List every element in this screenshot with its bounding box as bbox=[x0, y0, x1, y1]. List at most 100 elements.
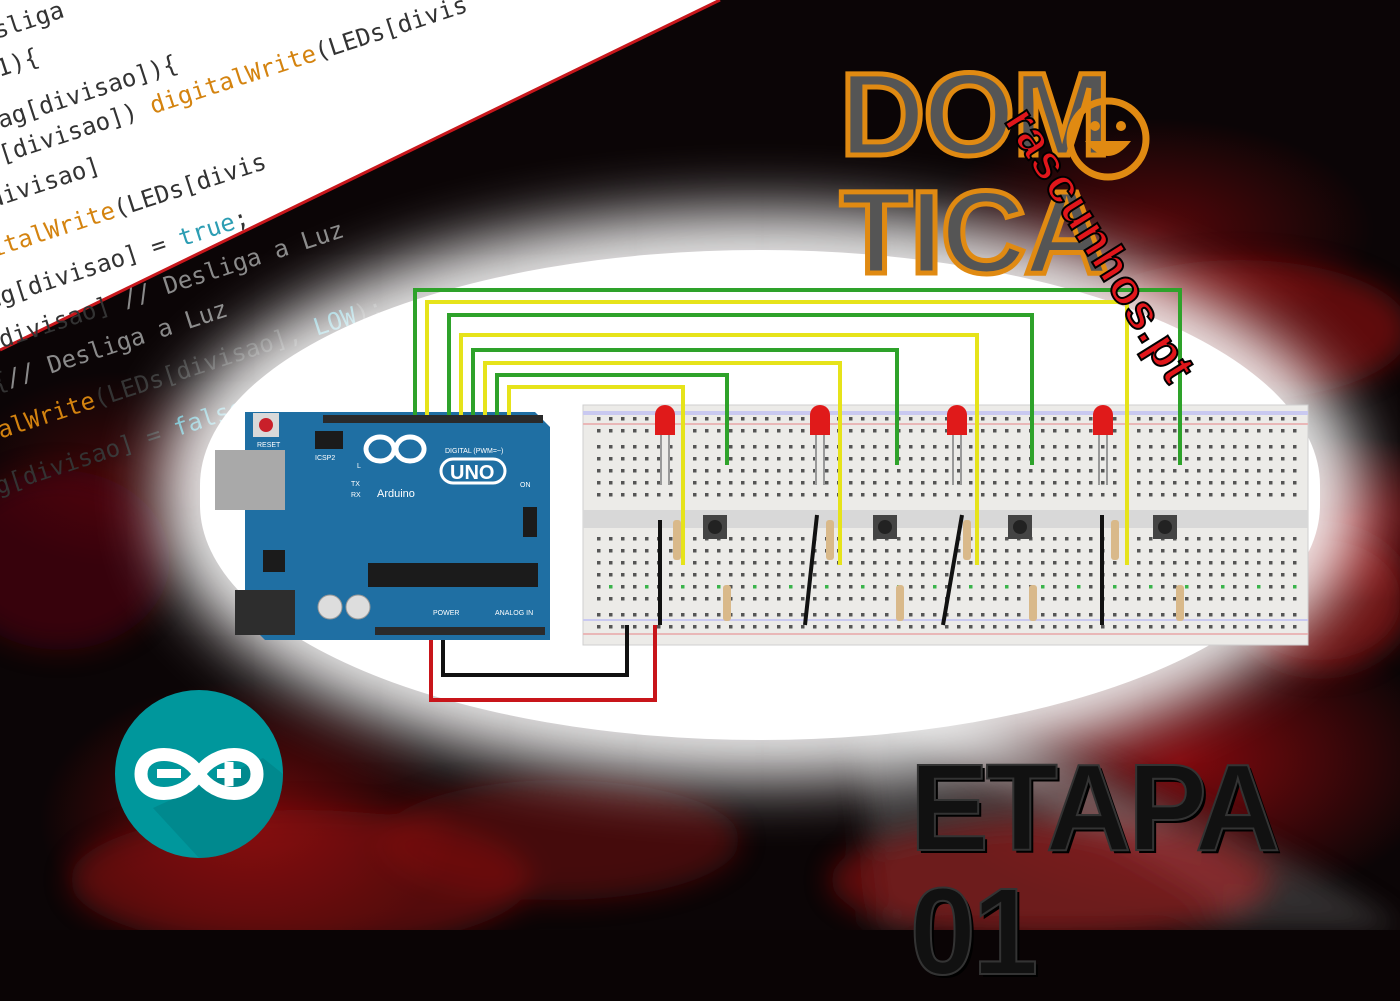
breadboard-hole bbox=[945, 585, 949, 589]
breadboard-hole bbox=[825, 469, 829, 473]
breadboard-hole bbox=[957, 457, 961, 461]
breadboard-hole bbox=[1101, 493, 1105, 497]
breadboard-hole bbox=[945, 429, 949, 433]
breadboard-hole bbox=[885, 625, 889, 629]
breadboard-hole bbox=[885, 481, 889, 485]
breadboard-hole bbox=[741, 481, 745, 485]
breadboard-hole bbox=[753, 549, 757, 553]
breadboard-hole bbox=[1089, 613, 1093, 617]
breadboard-hole bbox=[609, 417, 613, 421]
breadboard-hole bbox=[1197, 597, 1201, 601]
breadboard-hole bbox=[1005, 597, 1009, 601]
breadboard-hole bbox=[777, 625, 781, 629]
breadboard-hole bbox=[813, 625, 817, 629]
breadboard-hole bbox=[597, 457, 601, 461]
breadboard-hole bbox=[1197, 549, 1201, 553]
breadboard-hole bbox=[717, 613, 721, 617]
breadboard-hole bbox=[981, 537, 985, 541]
breadboard-hole bbox=[693, 429, 697, 433]
breadboard-hole bbox=[933, 469, 937, 473]
breadboard-hole bbox=[777, 493, 781, 497]
breadboard-hole bbox=[969, 417, 973, 421]
breadboard-hole bbox=[801, 537, 805, 541]
breadboard-hole bbox=[1185, 481, 1189, 485]
ground-jumpers bbox=[658, 514, 1104, 626]
breadboard-hole bbox=[1077, 417, 1081, 421]
breadboard-hole bbox=[1161, 429, 1165, 433]
breadboard-hole bbox=[633, 613, 637, 617]
breadboard-hole bbox=[861, 457, 865, 461]
breadboard-hole bbox=[1293, 549, 1297, 553]
breadboard-hole bbox=[1185, 597, 1189, 601]
breadboard-hole bbox=[945, 417, 949, 421]
breadboard-hole bbox=[1053, 625, 1057, 629]
breadboard-hole bbox=[813, 457, 817, 461]
breadboard-hole bbox=[741, 429, 745, 433]
board-name: UNO bbox=[450, 462, 494, 484]
breadboard-hole bbox=[1029, 493, 1033, 497]
breadboard-hole bbox=[741, 561, 745, 565]
breadboard-hole bbox=[825, 613, 829, 617]
push-button-cap bbox=[708, 520, 722, 534]
breadboard-hole bbox=[897, 537, 901, 541]
breadboard-hole bbox=[753, 573, 757, 577]
board-brand: Arduino bbox=[377, 488, 415, 500]
breadboard-hole bbox=[1161, 457, 1165, 461]
breadboard-hole bbox=[705, 469, 709, 473]
breadboard-hole bbox=[669, 625, 673, 629]
breadboard-hole bbox=[1293, 493, 1297, 497]
breadboard-hole bbox=[1269, 549, 1273, 553]
breadboard-hole bbox=[1017, 613, 1021, 617]
resistor bbox=[723, 585, 731, 621]
breadboard-hole bbox=[1077, 613, 1081, 617]
breadboard-hole bbox=[1161, 417, 1165, 421]
breadboard-hole bbox=[1209, 625, 1213, 629]
breadboard-hole bbox=[1005, 469, 1009, 473]
breadboard-hole bbox=[1149, 481, 1153, 485]
breadboard-hole bbox=[669, 457, 673, 461]
breadboard-hole bbox=[609, 597, 613, 601]
breadboard-hole bbox=[873, 549, 877, 553]
breadboard-hole bbox=[609, 573, 613, 577]
breadboard-hole bbox=[1137, 585, 1141, 589]
breadboard-hole bbox=[1257, 537, 1261, 541]
breadboard-hole bbox=[777, 537, 781, 541]
breadboard-hole bbox=[753, 445, 757, 449]
breadboard-hole bbox=[969, 597, 973, 601]
breadboard-hole bbox=[753, 597, 757, 601]
breadboard-hole bbox=[1137, 469, 1141, 473]
breadboard-hole bbox=[981, 457, 985, 461]
breadboard-hole bbox=[1113, 597, 1117, 601]
breadboard-hole bbox=[1149, 625, 1153, 629]
breadboard-hole bbox=[1065, 481, 1069, 485]
breadboard-hole bbox=[657, 445, 661, 449]
breadboard-hole bbox=[1065, 613, 1069, 617]
breadboard-hole bbox=[645, 561, 649, 565]
breadboard-hole bbox=[765, 613, 769, 617]
breadboard-hole bbox=[861, 493, 865, 497]
breadboard-hole bbox=[1173, 429, 1177, 433]
breadboard-hole bbox=[873, 625, 877, 629]
breadboard-hole bbox=[1245, 625, 1249, 629]
icsp-label: ICSP2 bbox=[315, 455, 335, 462]
breadboard-hole bbox=[1233, 573, 1237, 577]
breadboard-hole bbox=[693, 493, 697, 497]
breadboard-hole bbox=[1161, 549, 1165, 553]
led bbox=[655, 405, 675, 435]
breadboard-hole bbox=[669, 573, 673, 577]
breadboard-hole bbox=[621, 537, 625, 541]
breadboard-hole bbox=[981, 597, 985, 601]
breadboard-hole bbox=[1221, 417, 1225, 421]
breadboard-hole bbox=[669, 481, 673, 485]
breadboard-hole bbox=[1173, 445, 1177, 449]
breadboard-hole bbox=[873, 457, 877, 461]
breadboard-hole bbox=[969, 585, 973, 589]
breadboard-hole bbox=[621, 469, 625, 473]
breadboard-hole bbox=[681, 573, 685, 577]
breadboard-hole bbox=[909, 561, 913, 565]
breadboard-hole bbox=[1113, 625, 1117, 629]
breadboard-hole bbox=[669, 561, 673, 565]
breadboard-hole bbox=[729, 573, 733, 577]
breadboard-hole bbox=[609, 549, 613, 553]
breadboard-hole bbox=[1125, 573, 1129, 577]
